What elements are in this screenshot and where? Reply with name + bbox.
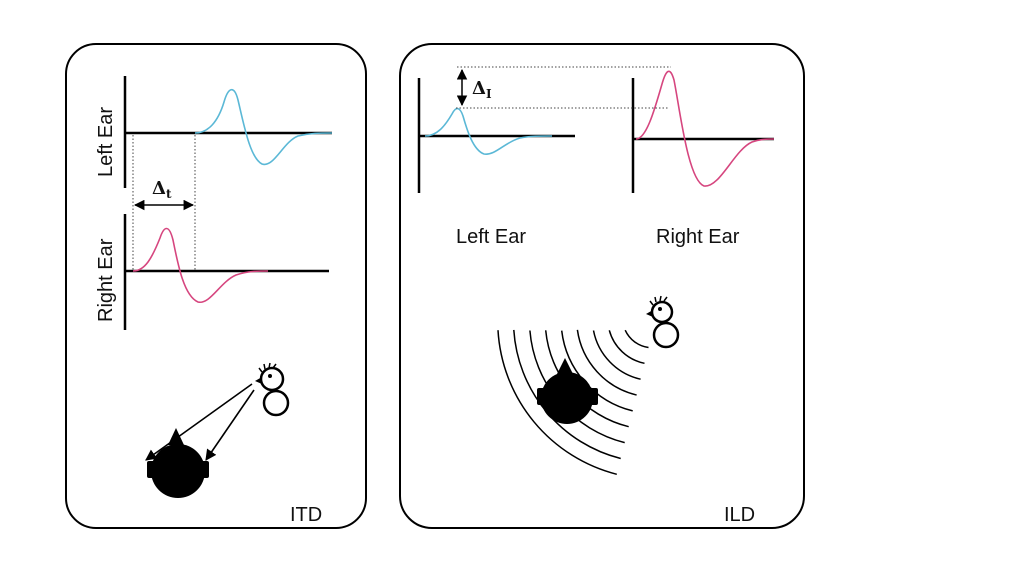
ild-panel-frame <box>399 43 805 529</box>
itd-arrow-to-left-ear <box>145 383 253 461</box>
itd-delta-subscript: t <box>166 187 172 201</box>
itd-left-ear-label: Left Ear <box>95 107 117 177</box>
ild-delta-subscript: I <box>486 87 492 101</box>
itd-right-ear-label: Right Ear <box>95 238 117 322</box>
head-icon <box>147 428 209 498</box>
ild-left-ear-waveform <box>424 107 553 155</box>
ild-right-ear-label: Right Ear <box>656 226 740 248</box>
ild-panel: ΔI Left Ear Right Ear <box>399 43 805 529</box>
ild-delta-symbol: ΔI <box>472 78 492 101</box>
itd-panel: Left Ear Δt Right Ear <box>65 43 367 529</box>
bird-icon <box>255 362 290 417</box>
ild-left-ear-label: Left Ear <box>456 226 526 248</box>
ild-panel-label: ILD <box>724 504 755 526</box>
itd-panel-label: ITD <box>290 504 322 526</box>
itd-left-ear-waveform <box>194 88 333 165</box>
ild-right-ear-waveform <box>635 70 775 187</box>
itd-delta-glyph: Δ <box>152 178 166 199</box>
bird-icon <box>646 295 680 349</box>
ild-delta-glyph: Δ <box>472 78 486 99</box>
itd-delta-symbol: Δt <box>152 178 172 201</box>
head-icon <box>537 358 598 424</box>
itd-right-ear-waveform <box>132 227 269 303</box>
itd-arrow-to-right-ear <box>205 389 255 461</box>
itd-panel-frame <box>65 43 367 529</box>
